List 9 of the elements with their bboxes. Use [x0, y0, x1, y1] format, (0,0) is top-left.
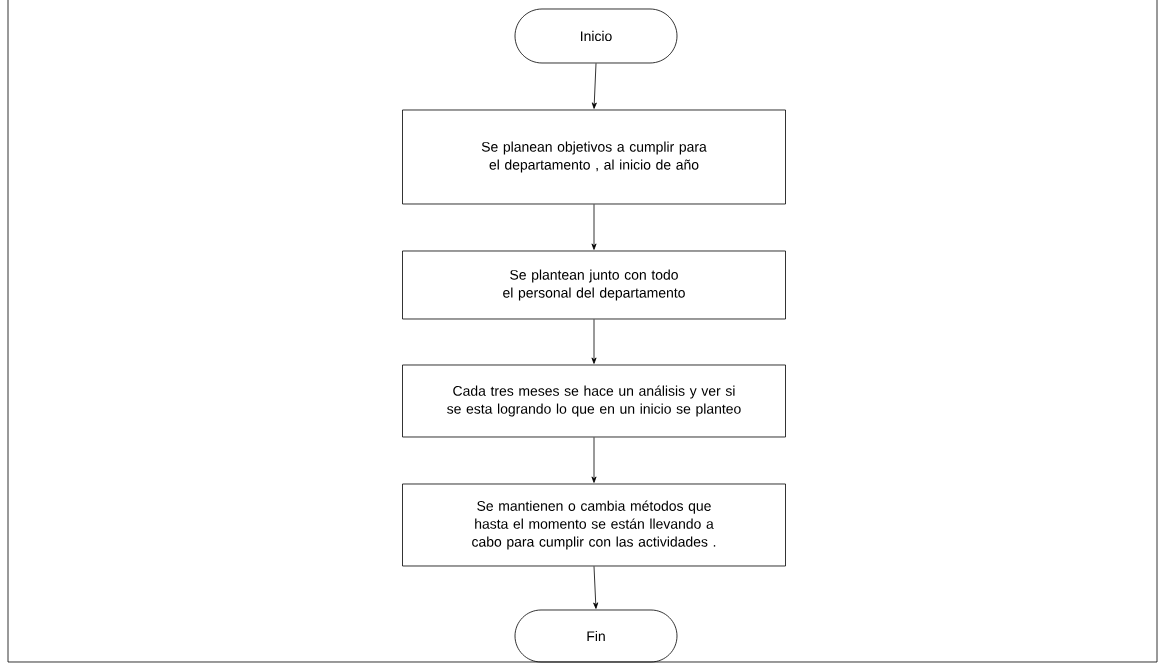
process-box: Se planean objetivos a cumplir para el departamento , al inicio de año — [402, 109, 786, 205]
arrow — [591, 319, 597, 364]
process-box: Se plantean junto con todo el personal del departamento — [402, 250, 786, 320]
arrow — [593, 566, 599, 609]
process-box: Cada tres meses se hace un análisis y ver si se esta logrando lo que en un inicio se planteo — [402, 364, 786, 438]
arrow — [591, 437, 597, 483]
process-box: Se mantienen o cambia métodos que hasta el momento se están llevando a cabo para cumplir con las actividades . — [402, 483, 786, 567]
arrow — [591, 204, 597, 250]
arrow — [591, 63, 597, 109]
